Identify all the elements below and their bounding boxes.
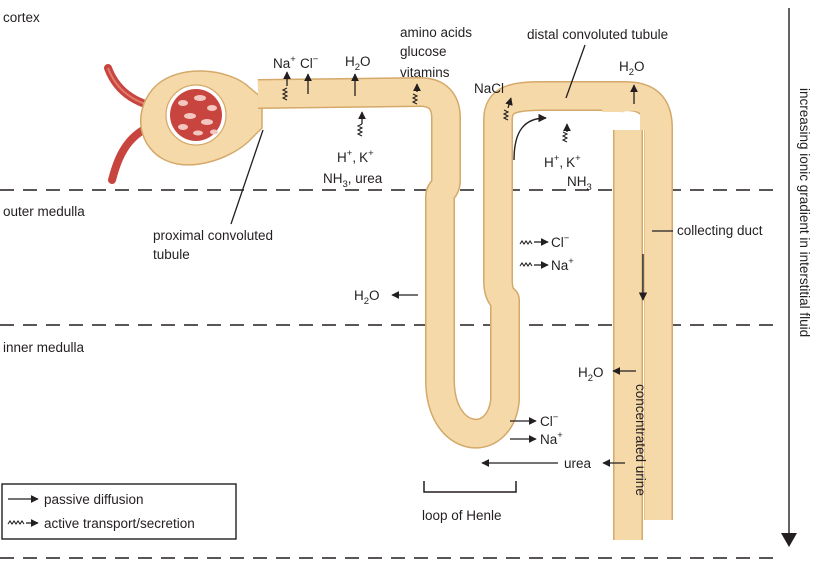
pct-nutrient-active [411, 83, 421, 105]
duct-h2o-label: H2O [578, 365, 604, 384]
pct-h-label: H+,K+ [337, 148, 374, 165]
collecting-duct-label: collecting duct [677, 223, 763, 238]
legend-active-zigzag [7, 520, 25, 525]
loop-bracket [423, 481, 517, 493]
distal-label: distal convoluted tubule [527, 27, 668, 42]
proximal-leader-line [230, 129, 264, 225]
zone-outer-medulla: outer medulla [3, 204, 85, 219]
pct-hk-secretion [356, 111, 366, 137]
proximal-label-line2: tubule [153, 247, 190, 262]
pct-h2o-label: H2O [345, 54, 371, 73]
dct-hk-secretion [561, 123, 571, 143]
vitamins-label: vitamins [400, 65, 450, 80]
legend-passive-label: passive diffusion [44, 492, 144, 507]
dct-flow-arrow [513, 113, 547, 161]
gradient-label: increasing ionic gradient in interstitia… [797, 88, 812, 337]
nh3-urea-label: NH3, urea [323, 171, 383, 190]
thick-limb-cl-label: Cl− [551, 233, 570, 250]
nephron-tubule-fill [257, 78, 672, 520]
pct-na-label: Na+ [273, 54, 296, 71]
descending-limb [432, 196, 448, 386]
concentrated-urine-label: concentrated urine [633, 384, 648, 496]
nacl-label: NaCl [474, 81, 504, 96]
loop-of-henle-label: loop of Henle [422, 508, 502, 523]
urea-label: urea [564, 456, 592, 471]
proximal-label-line1: proximal convoluted [153, 228, 273, 243]
gradient-axis-arrow [781, 8, 797, 547]
bowmans-capsule [139, 70, 263, 166]
dct-h2o-label: H2O [619, 59, 645, 78]
legend: passive diffusion active transport/secre… [1, 483, 237, 540]
legend-active-label: active transport/secretion [44, 516, 195, 531]
thick-limb-na-active [519, 261, 549, 269]
dct-nacl-active [502, 97, 513, 121]
glucose-label: glucose [400, 44, 447, 59]
dct-nh3-label: NH3 [567, 174, 592, 193]
distal-leader-line [565, 44, 586, 99]
thin-limb-na-label: Na+ [540, 430, 563, 447]
thick-limb-na-label: Na+ [551, 256, 574, 273]
amino-acids-label: amino acids [400, 25, 472, 40]
zone-inner-medulla: inner medulla [3, 340, 85, 355]
duct-joint [602, 90, 660, 130]
pct-na-active [281, 71, 291, 101]
dct-h-label: H+,K+ [544, 153, 581, 170]
thick-limb-cl-active [519, 238, 549, 246]
descending-h2o-label: H2O [354, 288, 380, 307]
pct-cl-label: Cl− [300, 54, 319, 71]
thin-limb-cl-label: Cl− [540, 412, 559, 429]
zone-cortex: cortex [3, 10, 40, 25]
